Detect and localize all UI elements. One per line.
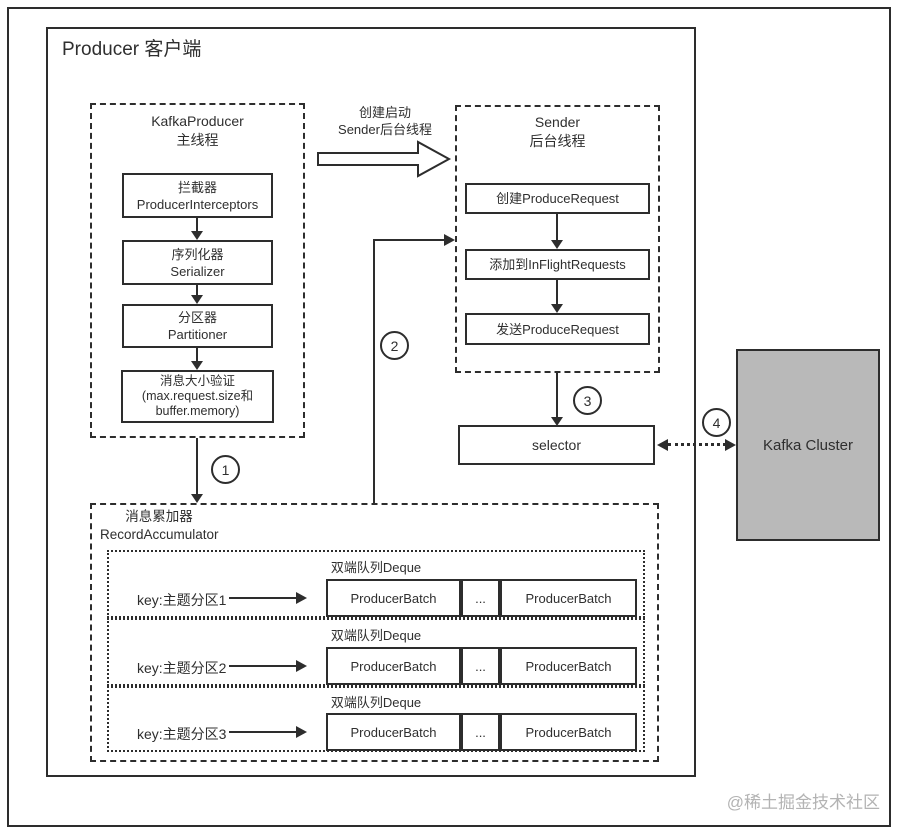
deque-row-3-batch-1-label: ProducerBatch (350, 724, 437, 740)
step-badge-2: 2 (380, 331, 409, 360)
deque-row-3-batch-1: ProducerBatch (326, 713, 461, 751)
step-badge-4-number: 4 (712, 414, 721, 431)
size-check-label-line1: 消息大小验证 (159, 374, 235, 388)
deque-row-2: 双端队列Deque key:主题分区2 ProducerBatch ... Pr… (107, 618, 645, 686)
deque-row-1-dots-label: ... (475, 590, 486, 606)
selector-box: selector (458, 425, 655, 465)
deque-row-1-batch-1-label: ProducerBatch (350, 590, 437, 606)
deque-row-2-arrowhead-icon (296, 660, 307, 672)
step-badge-3: 3 (573, 386, 602, 415)
producer-client-box (46, 27, 696, 777)
connector-accumulator-vertical (373, 240, 375, 503)
record-accumulator-title: 消息累加器 RecordAccumulator (100, 508, 219, 544)
deque-row-3-dots-label: ... (475, 724, 486, 740)
interceptors-label-cn: 拦截器 (177, 179, 217, 195)
serializer-label-en: Serializer (170, 263, 225, 279)
deque-row-3: 双端队列Deque key:主题分区3 ProducerBatch ... Pr… (107, 686, 645, 752)
deque-row-3-batch-2: ProducerBatch (500, 713, 637, 751)
create-producerequest-box: 创建ProduceRequest (465, 183, 650, 214)
arrow-serializer-to-partitioner (191, 285, 203, 304)
kafkaproducer-title-line1: KafkaProducer (151, 113, 244, 129)
sender-title-line2: 后台线程 (529, 133, 586, 149)
deque-row-2-key-label: key:主题分区2 (137, 660, 227, 676)
deque-row-1-dots: ... (461, 579, 500, 617)
kafkaproducer-group-title: KafkaProducer 主线程 (90, 112, 305, 150)
step-badge-4: 4 (702, 408, 731, 437)
dotted-arrowhead-right-icon (725, 439, 736, 451)
block-arrow-right-icon (317, 140, 452, 178)
deque-row-2-dots: ... (461, 647, 500, 685)
create-sender-label-line1: 创建启动 (358, 105, 411, 120)
deque-row-1-batch-1: ProducerBatch (326, 579, 461, 617)
deque-row-2-dots-label: ... (475, 658, 486, 674)
deque-row-2-batch-1-label: ProducerBatch (350, 658, 437, 674)
serializer-label-cn: 序列化器 (171, 246, 224, 262)
producer-client-title: Producer 客户端 (62, 39, 202, 60)
deque-row-3-arrow-line (229, 731, 297, 733)
step-badge-1: 1 (211, 455, 240, 484)
interceptors-label-en: ProducerInterceptors (136, 196, 259, 212)
arrow-inflight-to-send (551, 280, 563, 313)
size-check-label-line2: (max.request.size和 (141, 389, 254, 403)
partitioner-label-en: Partitioner (167, 327, 228, 342)
deque-row-2-deque-label: 双端队列Deque (330, 628, 422, 643)
deque-row-1-batch-2: ProducerBatch (500, 579, 637, 617)
deque-row-2-batch-2-label: ProducerBatch (525, 658, 612, 674)
watermark: @稀土掘金技术社区 (726, 793, 880, 812)
record-accumulator-group (90, 503, 659, 762)
deque-row-1: 双端队列Deque key:主题分区1 ProducerBatch ... Pr… (107, 550, 645, 618)
sender-group (455, 105, 660, 373)
create-sender-label: 创建启动 Sender后台线程 (315, 104, 455, 138)
deque-row-1-key-label: key:主题分区1 (137, 592, 227, 608)
kafkaproducer-group (90, 103, 305, 438)
kafka-cluster-label: Kafka Cluster (762, 436, 854, 454)
size-check-label-line3: buffer.memory) (155, 404, 240, 418)
deque-row-1-arrowhead-icon (296, 592, 307, 604)
record-accumulator-title-cn: 消息累加器 (125, 509, 193, 524)
send-producerequest-box: 发送ProduceRequest (465, 313, 650, 345)
arrow-interceptors-to-serializer (191, 218, 203, 240)
connector-arrowhead-icon (444, 234, 455, 246)
partitioner-box: 分区器 Partitioner (122, 304, 273, 348)
deque-row-3-deque-label: 双端队列Deque (330, 695, 422, 710)
arrow-partitioner-to-sizecheck (191, 348, 203, 370)
dotted-arrowhead-left-icon (657, 439, 668, 451)
size-check-box: 消息大小验证 (max.request.size和 buffer.memory) (121, 370, 274, 423)
arrow-sender-to-selector (551, 373, 563, 426)
serializer-box: 序列化器 Serializer (122, 240, 273, 285)
send-producerequest-label: 发送ProduceRequest (496, 321, 619, 337)
selector-label: selector (531, 436, 582, 453)
deque-row-1-arrow-line (229, 597, 297, 599)
create-producerequest-label: 创建ProduceRequest (496, 191, 619, 206)
deque-row-3-dots: ... (461, 713, 500, 751)
deque-row-2-arrow-line (229, 665, 297, 667)
deque-row-1-deque-label: 双端队列Deque (330, 560, 422, 575)
inflight-requests-label: 添加到InFlightRequests (489, 257, 626, 272)
arrow-create-to-inflight (551, 214, 563, 249)
kafkaproducer-title-line2: 主线程 (176, 132, 219, 148)
partitioner-label-cn: 分区器 (177, 310, 217, 325)
sender-title-line1: Sender (534, 114, 581, 130)
interceptors-box: 拦截器 ProducerInterceptors (122, 173, 273, 218)
outer-frame (7, 7, 891, 827)
step-badge-1-number: 1 (221, 461, 230, 478)
step-badge-3-number: 3 (583, 392, 592, 409)
step-badge-2-number: 2 (390, 337, 399, 354)
deque-row-2-batch-2: ProducerBatch (500, 647, 637, 685)
connector-accumulator-horizontal (373, 239, 445, 241)
dotted-connector (668, 443, 726, 446)
inflight-requests-box: 添加到InFlightRequests (465, 249, 650, 280)
deque-row-3-arrowhead-icon (296, 726, 307, 738)
arrow-producer-to-accumulator (191, 438, 203, 503)
deque-row-1-batch-2-label: ProducerBatch (525, 590, 612, 606)
record-accumulator-title-en: RecordAccumulator (100, 527, 219, 542)
deque-row-3-batch-2-label: ProducerBatch (525, 724, 612, 740)
deque-row-2-batch-1: ProducerBatch (326, 647, 461, 685)
create-sender-label-line2: Sender后台线程 (338, 122, 432, 137)
kafka-cluster-box: Kafka Cluster (736, 349, 880, 541)
sender-group-title: Sender 后台线程 (455, 113, 660, 151)
deque-row-3-key-label: key:主题分区3 (137, 726, 227, 742)
